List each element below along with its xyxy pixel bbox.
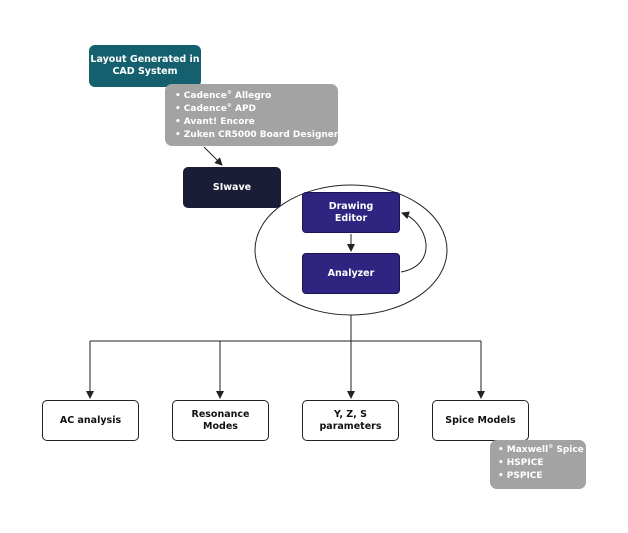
analyzer-node: Analyzer xyxy=(302,253,400,294)
siwave-node: SIwave xyxy=(183,167,281,208)
spice-models-node: Spice Models xyxy=(432,400,529,441)
resonance-modes-node: Resonance Modes xyxy=(172,400,269,441)
analyzer-feedback-loop xyxy=(400,211,427,273)
yzs-parameters-node: Y, Z, S parameters xyxy=(302,400,399,441)
cad-to-siwave-arrow xyxy=(203,146,223,166)
cad-tool-item: Zuken CR5000 Board Designer xyxy=(175,129,339,142)
ac-analysis-node: AC analysis xyxy=(42,400,139,441)
spice-tool-item: PSPICE xyxy=(498,470,582,483)
cad-tool-item: Avant! Encore xyxy=(175,116,332,129)
cad-tool-item: Cadence® APD xyxy=(175,103,332,116)
cad-tools-note: Cadence® Allegro Cadence® APD Avant! Enc… xyxy=(165,84,338,146)
layout-generated-node: Layout Generated in CAD System xyxy=(89,45,201,87)
spice-tools-note: Maxwell® Spice HSPICE PSPICE xyxy=(490,440,586,489)
cad-tool-item: Cadence® Allegro xyxy=(175,90,332,103)
drawing-editor-node: Drawing Editor xyxy=(302,192,400,233)
spice-tool-item: HSPICE xyxy=(498,457,582,470)
spice-tool-item: Maxwell® Spice xyxy=(498,444,584,457)
